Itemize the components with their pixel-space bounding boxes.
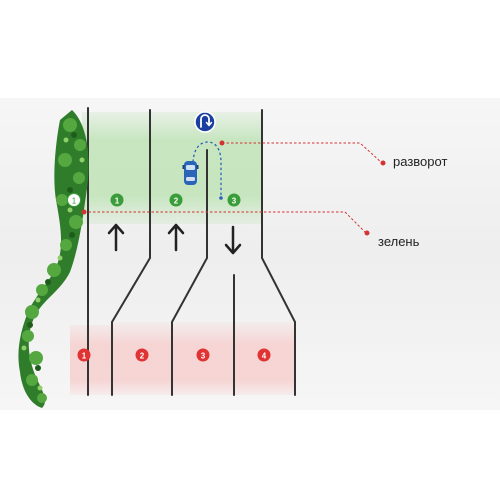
u-turn-path (192, 141, 222, 196)
u-turn-sign-icon (194, 111, 216, 133)
arrow-down-icon (224, 225, 242, 255)
upper-lane-badge-2-number: 2 (174, 197, 179, 206)
lower-lane-badge-4: 4 (257, 348, 271, 362)
upper-lane-badges: 1 2 3 (110, 193, 241, 207)
u-turn-label: разворот (393, 154, 448, 169)
upper-lane-badge-1: 1 (110, 193, 124, 207)
u-turn-path-end (219, 196, 223, 200)
lower-lane-badge-3: 3 (196, 348, 210, 362)
tree-badge: 1 (67, 193, 81, 207)
tree-strip-shape (18, 110, 89, 408)
tree-badge-number: 1 (72, 197, 77, 206)
tree-strip (18, 110, 89, 408)
lane-line-4 (261, 109, 296, 396)
lower-lane-badge-3-number: 3 (201, 352, 206, 361)
car-icon (182, 161, 199, 185)
lower-lane-badge-2: 2 (135, 348, 149, 362)
lower-lane-badges: 1 2 3 4 (77, 348, 271, 362)
lane-line-1 (111, 109, 151, 396)
upper-lane-badge-2: 2 (169, 193, 183, 207)
lower-lane-badge-1-number: 1 (82, 352, 87, 361)
lower-lane-badge-2-number: 2 (140, 352, 145, 361)
arrow-up-icon (167, 223, 185, 252)
lower-lane-badge-4-number: 4 (262, 352, 267, 361)
upper-lane-badge-3: 3 (227, 193, 241, 207)
red-zone (70, 322, 295, 395)
green-zone (82, 112, 262, 224)
upper-lane-badge-3-number: 3 (232, 197, 237, 206)
leader-greenery (81, 209, 370, 236)
lane-line-2 (171, 149, 208, 396)
leader-u-turn (219, 140, 386, 166)
lane-lines (87, 107, 296, 396)
greenery-label: зелень (378, 234, 420, 249)
arrow-up-icon (107, 223, 125, 252)
lower-lane-badge-1: 1 (77, 348, 91, 362)
upper-lane-badge-1-number: 1 (115, 197, 120, 206)
